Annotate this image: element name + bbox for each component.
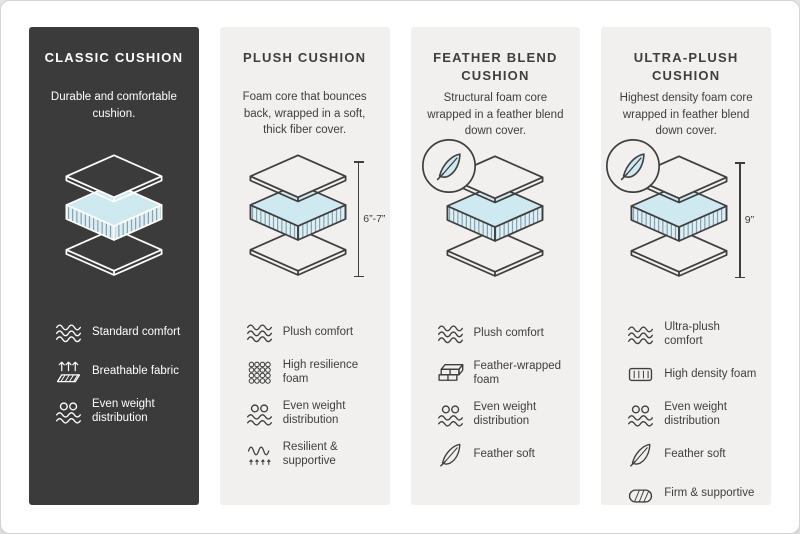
panel-title: PLUSH CUSHION [243,50,367,65]
feature-label: Feather soft [664,447,726,460]
feature-label: High density foam [664,368,757,381]
panel-plush-cushion: PLUSH CUSHION Foam core that bounces bac… [219,27,390,505]
waves-icon [437,320,464,347]
feature-label: Plush comfort [473,327,544,340]
feature-label: Resilient & supportive [282,440,338,467]
feature-list: Plush comfort High resilience foam Even … [246,319,376,468]
panel-title: FEATHER BLEND CUSHION [433,50,558,83]
feature-list: Ultra-plush comfort High density foam Ev… [627,320,757,505]
panel-classic-cushion: CLASSIC CUSHION Durable and comfortable … [29,27,199,505]
feature-item: Breathable fabric [55,358,185,385]
firm-icon [627,480,654,505]
feature-item: Feather-wrapped foam [437,359,567,388]
feature-item: Even weight distribution [246,399,376,428]
feature-label: Standard comfort [92,326,181,339]
cushion-diagram: 9” [606,139,754,300]
feather-icon [627,441,654,468]
measure-line [354,161,363,278]
feature-item: Even weight distribution [627,400,757,429]
feature-item: Resilient & supportive [246,440,376,469]
feature-item: Feather soft [627,441,757,468]
cushion-diagram [58,153,170,299]
breathable-fabric-icon [55,358,82,385]
panel-description: Highest density foam core wrapped in fea… [619,92,753,138]
weight-distribution-icon [55,398,82,425]
waves-icon [55,319,82,346]
panel-ultra-plush-cushion: ULTRA-PLUSH CUSHION Highest density foam… [601,27,771,505]
feature-label: Even weight distribution [92,398,155,425]
feather-badge [422,139,477,194]
weight-distribution-icon [437,401,464,428]
spring-icon [246,440,273,467]
feature-item: Standard comfort [55,319,185,346]
feature-label: Feather-wrapped foam [473,360,562,387]
feature-label: Even weight distribution [473,400,537,428]
feature-label: Plush comfort [282,326,354,339]
cushion-diagram: 6”-7” [242,153,385,299]
waves-icon [627,321,654,348]
feature-item: Feather soft [437,441,567,468]
measure-label: 9” [744,214,755,227]
feature-list: Standard comfort Breathable fabric Even … [55,319,185,426]
height-measure: 9” [736,162,755,279]
panel-title: ULTRA-PLUSH CUSHION [633,50,739,83]
cushion-layers-illustration [242,153,354,278]
feature-item: Even weight distribution [437,400,567,429]
panel-feather-blend-cushion: FEATHER BLEND CUSHION Structural foam co… [410,27,581,505]
feature-label: Ultra-plush comfort [664,321,720,348]
feature-item: Plush comfort [246,319,376,346]
feature-item: High resilience foam [246,358,376,387]
cushion-layers-illustration [58,153,170,278]
measure-line [736,162,744,279]
feature-item: Firm & supportive [627,480,757,505]
feature-label: High resilience foam [282,359,359,386]
feather-icon [437,441,464,468]
feature-list: Plush comfort Feather-wrapped foam Even … [437,320,567,468]
foam-bubbles-icon [246,359,273,386]
measure-label: 6”-7” [363,213,386,226]
height-measure: 6”-7” [354,161,386,278]
panel-description: Structural foam core wrapped in a feathe… [427,92,564,138]
weight-distribution-icon [246,400,273,427]
density-foam-icon [627,361,654,388]
feature-label: Even weight distribution [282,399,346,427]
feature-label: Firm & supportive [664,486,755,499]
feature-item: Plush comfort [437,320,567,347]
feature-label: Even weight distribution [664,400,727,428]
panel-description: Foam core that bounces back, wrapped in … [242,91,367,137]
feature-item: Even weight distribution [55,397,185,426]
weight-distribution-icon [627,401,654,428]
panel-description: Durable and comfortable cushion. [50,91,177,120]
panel-title: CLASSIC CUSHION [44,50,184,65]
foam-blocks-icon [437,360,464,387]
feature-item: Ultra-plush comfort [627,320,757,349]
feature-label: Breathable fabric [92,365,179,378]
cushion-diagram [422,139,551,300]
waves-icon [246,319,273,346]
feature-label: Feather soft [473,447,535,460]
feather-badge [606,139,661,194]
feature-item: High density foam [627,361,757,388]
